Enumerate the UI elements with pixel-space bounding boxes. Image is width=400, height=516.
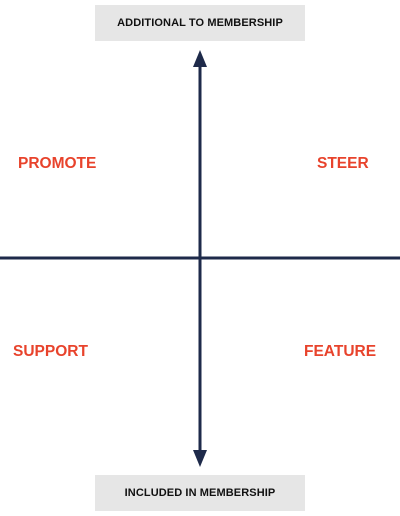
quadrant-promote: PROMOTE	[18, 155, 97, 172]
down-arrowhead-icon	[193, 450, 207, 467]
up-arrowhead-icon	[193, 50, 207, 67]
quadrant-support: SUPPORT	[13, 343, 88, 360]
bottom-axis-label-text: INCLUDED IN MEMBERSHIP	[124, 487, 276, 499]
quadrant-steer: STEER	[317, 155, 369, 172]
bottom-axis-label: INCLUDED IN MEMBERSHIP	[95, 475, 305, 511]
top-axis-label: ADDITIONAL TO MEMBERSHIP	[95, 5, 305, 41]
top-axis-label-text: ADDITIONAL TO MEMBERSHIP	[117, 17, 283, 29]
quadrant-feature: FEATURE	[304, 343, 377, 360]
